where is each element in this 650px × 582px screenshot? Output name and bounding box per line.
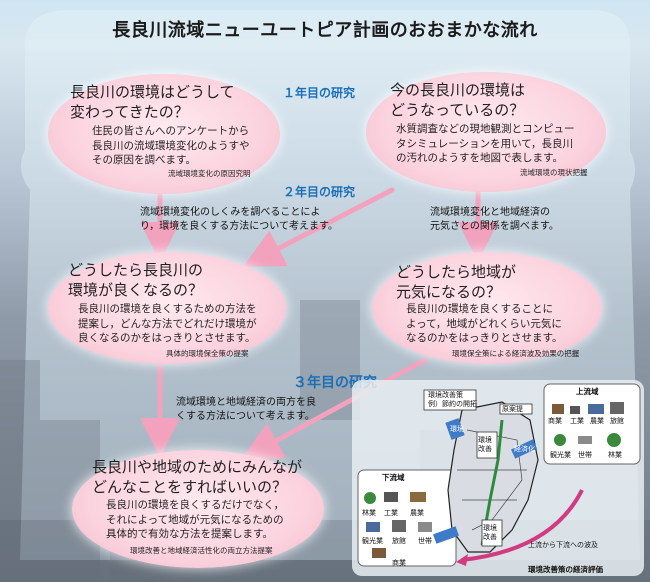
down-item-2: 工業 <box>384 509 398 517</box>
up-item-4: 旅館 <box>610 417 624 425</box>
central-label: 原案提 <box>502 405 523 413</box>
page-title: 長良川流域ニューユートピア計画のおおまかな流れ <box>112 20 538 41</box>
arrow-b4-b5 <box>241 357 428 460</box>
downstream-label: 下流域 <box>382 473 405 482</box>
arrow-b2-b3 <box>243 187 395 267</box>
up-item-3: 農業 <box>590 417 604 425</box>
env-improve-a: 環境改善 <box>478 436 492 453</box>
up-item-6: 世帯 <box>578 451 592 459</box>
box-2-body: 水質調査などの現地観測とコンピュータシミュレーションを用いて，長良川の汚れのよう… <box>396 123 575 164</box>
upstream-label: 上流域 <box>576 387 599 396</box>
box-2-question: 今の長良川の環境はどうなっているの？ <box>390 81 526 119</box>
down-item-1: 林業 <box>362 509 376 517</box>
map-caption: 環境改善策の経済評価 <box>528 565 603 574</box>
wave-label: 上流から下流への波及 <box>528 541 598 549</box>
oval-box-5 <box>72 450 324 568</box>
box-1-body: 住民の皆さんへのアンケートから長良川の流域環境変化のようすやその原因を調べます。 <box>92 125 250 166</box>
box-1-question: 長良川の環境はどうして変わってきたの？ <box>70 83 235 121</box>
box-3-body: 長良川の環境を良くするための方法を提案し，どんな方法でどれだけ環境が良くなるのか… <box>78 303 257 344</box>
box-3-caption: 具体的環境保全策の提案 <box>166 349 249 358</box>
policy-label: 環境改善策例）節約の開拓 <box>428 391 477 408</box>
down-item-4: 観光業 <box>362 537 383 545</box>
box-4-body: 長良川の環境を良くすることによって，地域がどれくらい元気になるのかをはっきりとさ… <box>406 303 563 344</box>
oval-box-1 <box>48 74 280 194</box>
down-item-7: 商業 <box>392 559 406 567</box>
year-2-label: ２年目の研究 <box>283 185 356 199</box>
river-label-a: 環境 <box>450 425 464 433</box>
box-4-question: どうしたら地域が元気になるの？ <box>396 263 517 301</box>
box-1-caption: 流域環境変化の原因究明 <box>168 169 251 178</box>
box-2-caption: 流域環境の現状把握 <box>520 168 588 177</box>
box-4-caption: 環境保全策による経済波及効果の把握 <box>452 349 580 358</box>
down-item-6: 世帯 <box>418 537 432 545</box>
oval-box-2 <box>366 72 606 192</box>
connector-left-text: 流域環境変化のしくみを調べることにより，環境を良くする方法について考えます。 <box>140 207 338 232</box>
oval-box-4 <box>372 252 602 364</box>
box-3-question: どうしたら長良川の環境が良くなるの？ <box>68 261 204 299</box>
box-5-body: 長良川の環境を良くするだけでなく，それによって地域が元気になるための具体的で有効… <box>106 499 285 540</box>
up-item-1: 商業 <box>548 417 562 425</box>
policy-box <box>423 389 477 411</box>
env-improve-b: 環境改善 <box>483 524 497 541</box>
down-item-5: 旅館 <box>392 537 406 545</box>
arrow-group <box>140 187 498 460</box>
up-item-7: 林業 <box>608 451 622 459</box>
river-label-b: 経済化 <box>514 445 535 453</box>
watershed-map-illustration: 上流域 下流域 環境改善策例）節約の開拓 原案提 環境改善 環境改善 環境 経済… <box>352 380 644 576</box>
connector-mid-text: 流域環境と地域経済の両方を良くする方法について考えます。 <box>176 397 316 422</box>
up-item-5: 観光業 <box>550 451 571 459</box>
connector-right-text: 流域環境変化と地域経済の元気さとの関係を調べます。 <box>430 207 559 232</box>
box-5-caption: 環境改善と地域経済活性化の両立方法提案 <box>130 546 273 555</box>
year-1-label: １年目の研究 <box>283 86 356 100</box>
oval-box-3 <box>48 252 286 364</box>
box-5-question: 長良川や地域のためにみんながどんなことをすればいいの？ <box>92 458 303 496</box>
up-item-2: 工業 <box>570 417 584 425</box>
down-item-3: 農業 <box>410 509 424 517</box>
map-graphic <box>352 380 644 576</box>
